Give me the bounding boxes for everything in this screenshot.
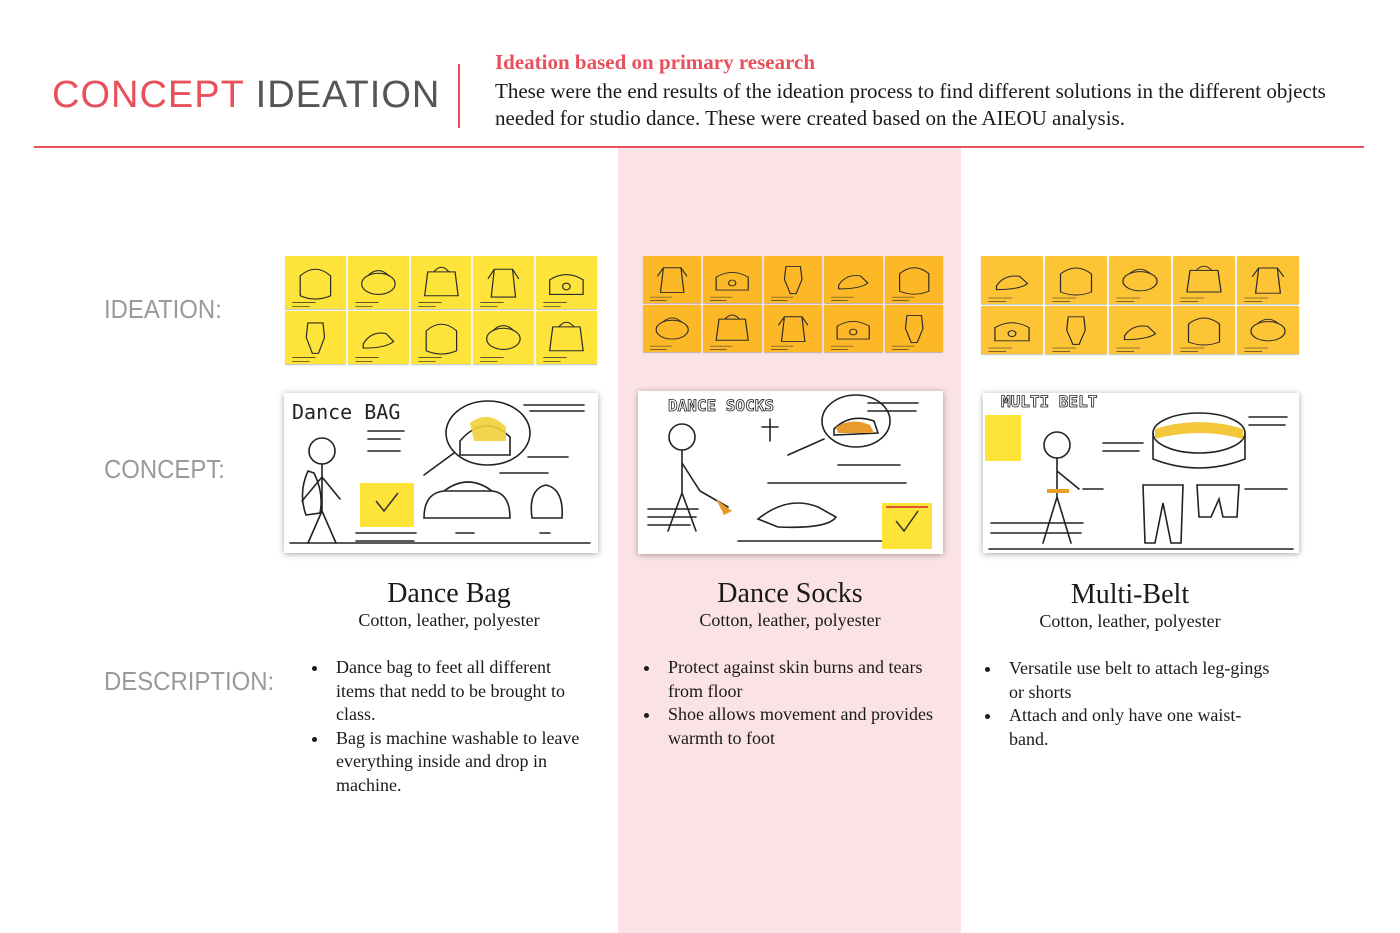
- sticky-note: [981, 306, 1043, 354]
- description-list-dance-bag: Dance bag to feet all different items th…: [308, 656, 592, 797]
- product-name-dance-bag: Dance Bag: [387, 578, 511, 609]
- sticky-note: [763, 256, 823, 303]
- title-accent: CONCEPT: [52, 74, 245, 116]
- sticky-note: [1237, 306, 1299, 354]
- sticky-note: [824, 256, 883, 303]
- sticky-note: [643, 256, 702, 303]
- row-label-description: DESCRIPTION:: [104, 666, 275, 696]
- description-item: Attach and only have one waist-band.: [981, 704, 1271, 751]
- product-materials-dance-socks: Cotton, leather, polyester: [699, 610, 881, 630]
- sticky-note: [410, 256, 472, 309]
- ideation-notes-socks: [643, 256, 943, 352]
- dance-socks-drawing: DANCE SOCKS: [647, 394, 932, 549]
- header-rule: [34, 146, 1364, 148]
- sticky-note: [884, 256, 943, 303]
- sticky-note: [536, 311, 597, 364]
- sticky-note: [347, 311, 409, 364]
- dance-bag-drawing: Dance BAG: [289, 400, 591, 544]
- sticky-note: [473, 256, 535, 309]
- sticky-note: [473, 311, 535, 364]
- description-item: Shoe allows movement and provides warmth…: [640, 703, 940, 750]
- sticky-note: [1237, 256, 1299, 304]
- sticky-note: [285, 311, 346, 364]
- description-list-dance-socks: Protect against skin burns and tears fro…: [640, 656, 940, 750]
- sticky-note: [536, 256, 597, 309]
- sticky-note: [824, 305, 883, 352]
- description-list-multi-belt: Versatile use belt to attach leg-gings o…: [981, 657, 1271, 751]
- product-materials-dance-bag: Cotton, leather, polyester: [358, 610, 540, 630]
- sticky-note: [1045, 306, 1107, 354]
- sketch-title-socks: DANCE SOCKS: [668, 396, 774, 415]
- sticky-note: [285, 256, 346, 309]
- product-name-multi-belt: Multi-Belt: [1070, 579, 1190, 610]
- description-item: Dance bag to feet all different items th…: [308, 656, 592, 727]
- description-item: Protect against skin burns and tears fro…: [640, 656, 940, 703]
- subheading: Ideation based on primary research: [495, 50, 816, 74]
- page-title: CONCEPT IDEATION: [52, 76, 440, 114]
- row-label-concept: CONCEPT:: [104, 454, 225, 484]
- sticky-note: [1109, 256, 1171, 304]
- row-label-ideation: IDEATION:: [104, 294, 222, 324]
- concept-sketch-multi-belt: MULTI BELT: [983, 393, 1299, 553]
- sketch-title-bag: Dance BAG: [292, 400, 400, 424]
- product-materials-multi-belt: Cotton, leather, polyester: [1039, 611, 1221, 631]
- sketch-title-belt: MULTI BELT: [1001, 393, 1097, 411]
- sticky-note: [347, 256, 409, 309]
- ideation-notes-belt: [981, 256, 1299, 354]
- description-item: Bag is machine washable to leave everyth…: [308, 727, 592, 798]
- sticky-note: [1109, 306, 1171, 354]
- concept-sketch-dance-bag: Dance BAG: [284, 393, 598, 553]
- title-divider: [458, 64, 460, 128]
- concept-sketch-dance-socks: DANCE SOCKS: [638, 391, 943, 554]
- sticky-note: [1045, 256, 1107, 304]
- sticky-note: [703, 305, 762, 352]
- title-rest: IDEATION: [255, 74, 441, 116]
- sticky-note: [410, 311, 472, 364]
- sticky-note: [703, 256, 762, 303]
- product-name-dance-socks: Dance Socks: [717, 578, 863, 609]
- sticky-note: [763, 305, 823, 352]
- description-item: Versatile use belt to attach leg-gings o…: [981, 657, 1271, 704]
- sticky-note: [981, 256, 1043, 304]
- sticky-note: [1173, 256, 1235, 304]
- ideation-notes-bag: [285, 256, 597, 364]
- sticky-note: [1173, 306, 1235, 354]
- intro-text: These were the end results of the ideati…: [495, 79, 1326, 130]
- multi-belt-drawing: MULTI BELT: [985, 393, 1294, 550]
- sticky-note: [643, 305, 702, 352]
- sticky-note: [884, 305, 943, 352]
